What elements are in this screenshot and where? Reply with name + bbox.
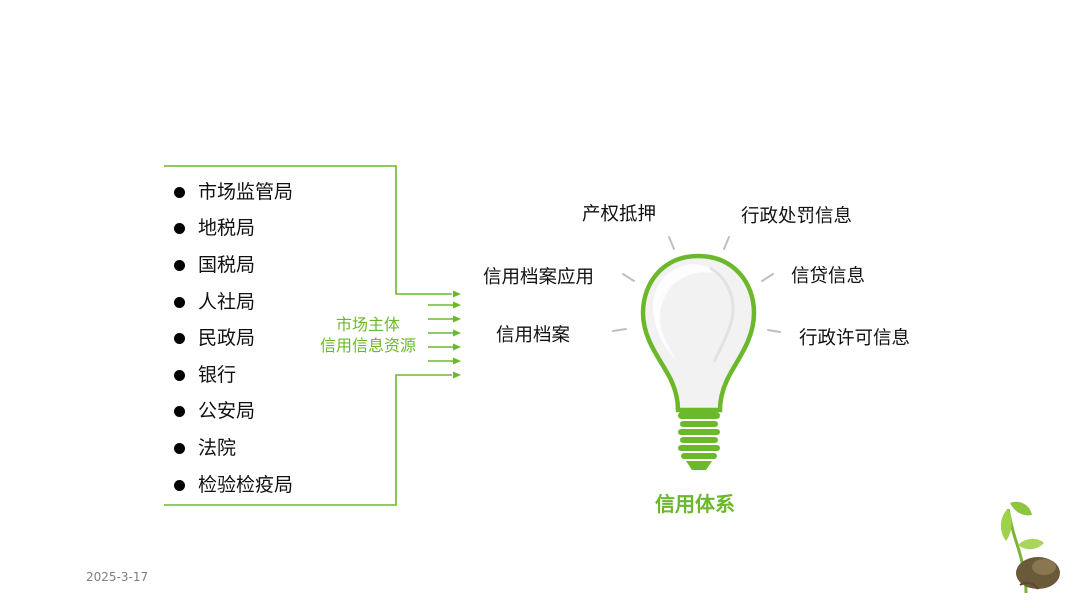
agency-label: 公安局 xyxy=(198,400,256,423)
sprout-soil xyxy=(1032,559,1056,575)
label-admin-license: 行政许可信息 xyxy=(799,328,911,349)
ray-line xyxy=(612,328,627,332)
agency-label: 检验检疫局 xyxy=(198,473,294,496)
lightbulb-icon xyxy=(640,253,757,470)
label-credit-loan: 信贷信息 xyxy=(791,266,866,287)
resource-label: 市场主体 信用信息资源 xyxy=(300,314,436,356)
ray-line xyxy=(668,236,675,250)
list-item: 法院 xyxy=(170,430,293,467)
bullet-icon xyxy=(174,186,185,198)
arrow-head xyxy=(453,357,461,365)
agency-label: 市场监管局 xyxy=(198,180,294,203)
bulb-highlight xyxy=(652,264,718,360)
resource-label-line: 信用信息资源 xyxy=(319,336,416,355)
agency-label: 国税局 xyxy=(198,253,256,276)
connector-top-line xyxy=(164,165,452,295)
connector-bottom-line xyxy=(164,374,452,506)
resource-label-line: 市场主体 xyxy=(335,315,400,334)
label-admin-penalty: 行政处罚信息 xyxy=(741,206,853,227)
bullet-icon xyxy=(174,479,185,491)
list-item: 银行 xyxy=(170,357,293,394)
agency-list: 市场监管局 地税局 国税局 人社局 民政局 银行 公安局 法院 检验检疫局 xyxy=(170,174,293,503)
bullet-icon xyxy=(174,333,185,345)
sprout-leaf xyxy=(1000,509,1012,541)
list-item: 检验检疫局 xyxy=(170,467,293,504)
list-item: 民政局 xyxy=(170,320,293,357)
bullet-icon xyxy=(174,296,185,308)
bulb-inner-line xyxy=(709,266,735,363)
ray-line xyxy=(767,329,781,333)
list-item: 市场监管局 xyxy=(170,174,293,211)
agency-label: 人社局 xyxy=(198,290,256,313)
ray-line xyxy=(622,273,635,282)
bullet-icon xyxy=(174,223,185,235)
sprout-icon xyxy=(1000,501,1060,594)
list-item: 公安局 xyxy=(170,394,293,431)
list-item: 国税局 xyxy=(170,247,293,284)
arrow-head xyxy=(453,301,461,309)
list-item: 地税局 xyxy=(170,211,293,248)
arrow-head xyxy=(453,290,461,298)
credit-system-title: 信用体系 xyxy=(655,492,735,516)
bulb-base xyxy=(678,412,720,470)
label-property-pledge: 产权抵押 xyxy=(582,204,657,225)
slide-date: 2025-3-17 xyxy=(86,570,149,584)
bullet-icon xyxy=(174,442,185,454)
arrow-head xyxy=(453,315,461,323)
sprout-leaf xyxy=(1010,501,1032,516)
bullet-icon xyxy=(174,406,185,418)
list-item: 人社局 xyxy=(170,284,293,321)
agency-label: 银行 xyxy=(198,363,237,386)
arrow-head xyxy=(453,343,461,351)
ray-line xyxy=(761,273,774,282)
agency-label: 地税局 xyxy=(198,217,256,240)
label-archive-application: 信用档案应用 xyxy=(483,267,595,288)
ray-line xyxy=(723,236,730,250)
sprout-root xyxy=(1019,581,1039,590)
bullet-icon xyxy=(174,259,185,271)
sprout-leaf xyxy=(1018,538,1044,550)
arrow-head xyxy=(453,371,461,379)
arrow-head xyxy=(453,329,461,337)
label-credit-archive: 信用档案 xyxy=(496,325,571,346)
bulb-glass xyxy=(640,253,757,413)
agency-label: 法院 xyxy=(198,436,237,459)
bullet-icon xyxy=(174,369,185,381)
agency-label: 民政局 xyxy=(198,327,256,350)
